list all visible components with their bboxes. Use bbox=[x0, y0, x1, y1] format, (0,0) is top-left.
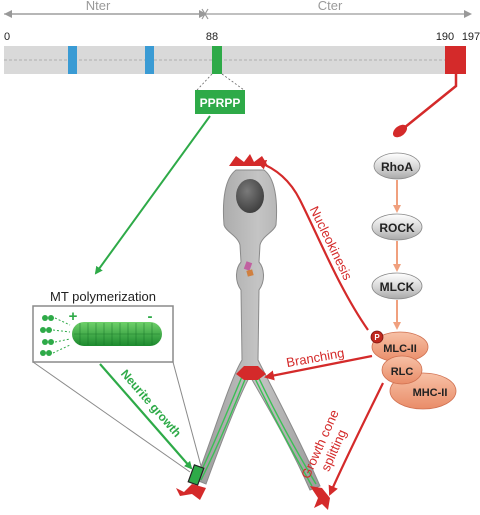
neurite-microtubules bbox=[197, 371, 317, 487]
growth-cone-arrow bbox=[328, 382, 384, 496]
tubulin-dimers bbox=[40, 315, 71, 356]
branching-arrow bbox=[264, 354, 373, 381]
pprpp-callout: PPRPP bbox=[195, 73, 245, 114]
plus-end-label: + bbox=[69, 308, 78, 325]
pprpp-segment bbox=[212, 46, 222, 74]
position-197: 197 bbox=[462, 31, 480, 43]
domain-header: Nter Cter bbox=[4, 0, 472, 20]
mlck-node: MLCK bbox=[371, 272, 423, 300]
position-190: 190 bbox=[436, 31, 454, 43]
c-terminal-segment bbox=[445, 46, 466, 74]
pprpp-label: PPRPP bbox=[200, 96, 241, 110]
nucleus bbox=[236, 179, 264, 213]
rlc-label: RLC bbox=[391, 366, 414, 378]
zoom-line-left bbox=[32, 361, 191, 473]
inhibition-line bbox=[403, 74, 458, 129]
cter-label: Cter bbox=[318, 0, 343, 13]
pprpp-box bbox=[195, 90, 245, 114]
nter-label: Nter bbox=[86, 0, 111, 13]
inhibition-cap bbox=[392, 124, 408, 138]
mt-polymerization-label: MT polymerization bbox=[50, 289, 156, 304]
centrosome bbox=[243, 261, 254, 277]
growth-cone-label: Growth cone splitting bbox=[298, 407, 349, 480]
blue-segment-1 bbox=[68, 46, 77, 74]
zoom-line-right bbox=[172, 361, 202, 467]
mt-panel: MT polymerization + - bbox=[32, 289, 202, 473]
growth-cone-right bbox=[310, 486, 330, 510]
mlc2-label: MLC-II bbox=[383, 343, 417, 355]
rhoa-label: RhoA bbox=[381, 160, 413, 174]
branch-point bbox=[236, 366, 266, 380]
position-0: 0 bbox=[4, 31, 10, 43]
zoom-marker bbox=[187, 464, 205, 486]
rock-label: ROCK bbox=[379, 221, 415, 235]
protein-bar: 0 88 190 197 bbox=[4, 31, 480, 74]
cterm-inhibition bbox=[392, 74, 458, 138]
phospho-label: P bbox=[374, 333, 380, 342]
nucleokinesis-label: Nucleokinesis bbox=[307, 204, 356, 283]
rock-node: ROCK bbox=[371, 213, 423, 241]
mlck-label: MLCK bbox=[380, 280, 415, 294]
growth-cone-left bbox=[176, 484, 206, 500]
mhc2-label: MHC-II bbox=[413, 387, 448, 399]
neuron bbox=[176, 154, 330, 510]
rlc-node bbox=[381, 355, 423, 385]
rhoa-node: RhoA bbox=[373, 152, 421, 180]
pprpp-to-mt-arrow bbox=[94, 115, 211, 275]
neurite-growth-arrow bbox=[99, 363, 193, 470]
nucleokinesis-arrow bbox=[256, 159, 369, 331]
phospho-badge bbox=[370, 330, 384, 344]
blue-segment-2 bbox=[145, 46, 154, 74]
position-88: 88 bbox=[206, 31, 218, 43]
signaling-cascade: RhoA ROCK MLCK MHC-II MLC-II RLC P bbox=[370, 152, 457, 410]
minus-end-label: - bbox=[148, 308, 153, 325]
